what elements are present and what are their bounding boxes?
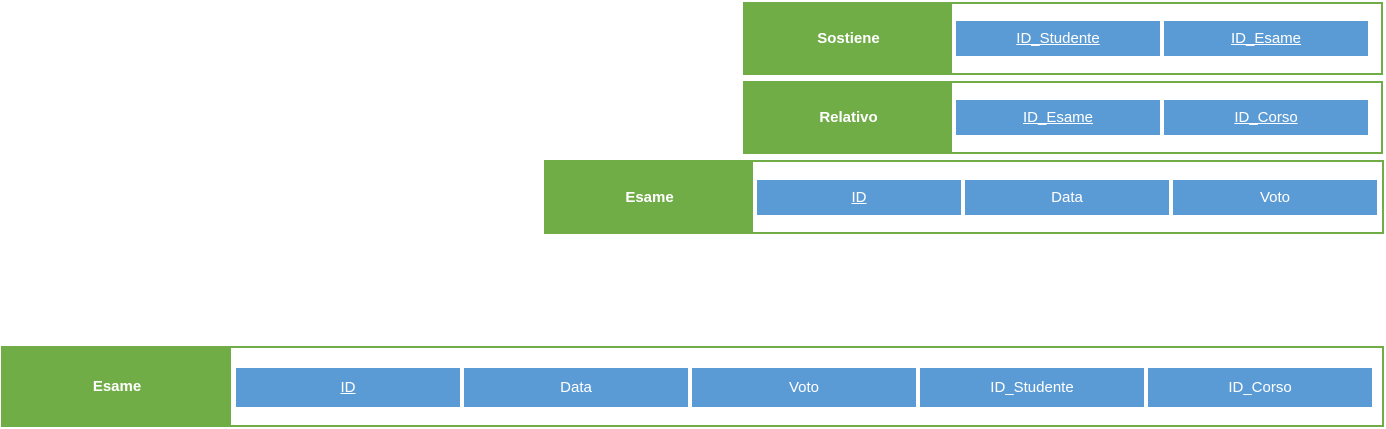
attribute-data: Data bbox=[464, 368, 688, 407]
attribute-id-esame: ID_Esame bbox=[1164, 21, 1368, 56]
attribute-voto: Voto bbox=[1173, 180, 1377, 215]
table-relativo: Relativo ID_Esame ID_Corso bbox=[743, 81, 1383, 154]
table-esame-merged: Esame ID Data Voto ID_Studente ID_Corso bbox=[1, 346, 1384, 427]
table-name-sostiene: Sostiene bbox=[745, 4, 952, 73]
attribute-id-corso: ID_Corso bbox=[1164, 100, 1368, 135]
attribute-id-esame: ID_Esame bbox=[956, 100, 1160, 135]
attribute-id-studente: ID_Studente bbox=[920, 368, 1144, 407]
table-name-relativo: Relativo bbox=[745, 83, 952, 152]
attribute-id-studente: ID_Studente bbox=[956, 21, 1160, 56]
attribute-id: ID bbox=[236, 368, 460, 407]
table-name-esame-merged: Esame bbox=[3, 348, 231, 425]
table-esame: Esame ID Data Voto bbox=[544, 160, 1384, 234]
attribute-id: ID bbox=[757, 180, 961, 215]
attribute-voto: Voto bbox=[692, 368, 916, 407]
attribute-data: Data bbox=[965, 180, 1169, 215]
table-sostiene: Sostiene ID_Studente ID_Esame bbox=[743, 2, 1383, 75]
table-name-esame: Esame bbox=[546, 162, 753, 232]
attribute-id-corso: ID_Corso bbox=[1148, 368, 1372, 407]
